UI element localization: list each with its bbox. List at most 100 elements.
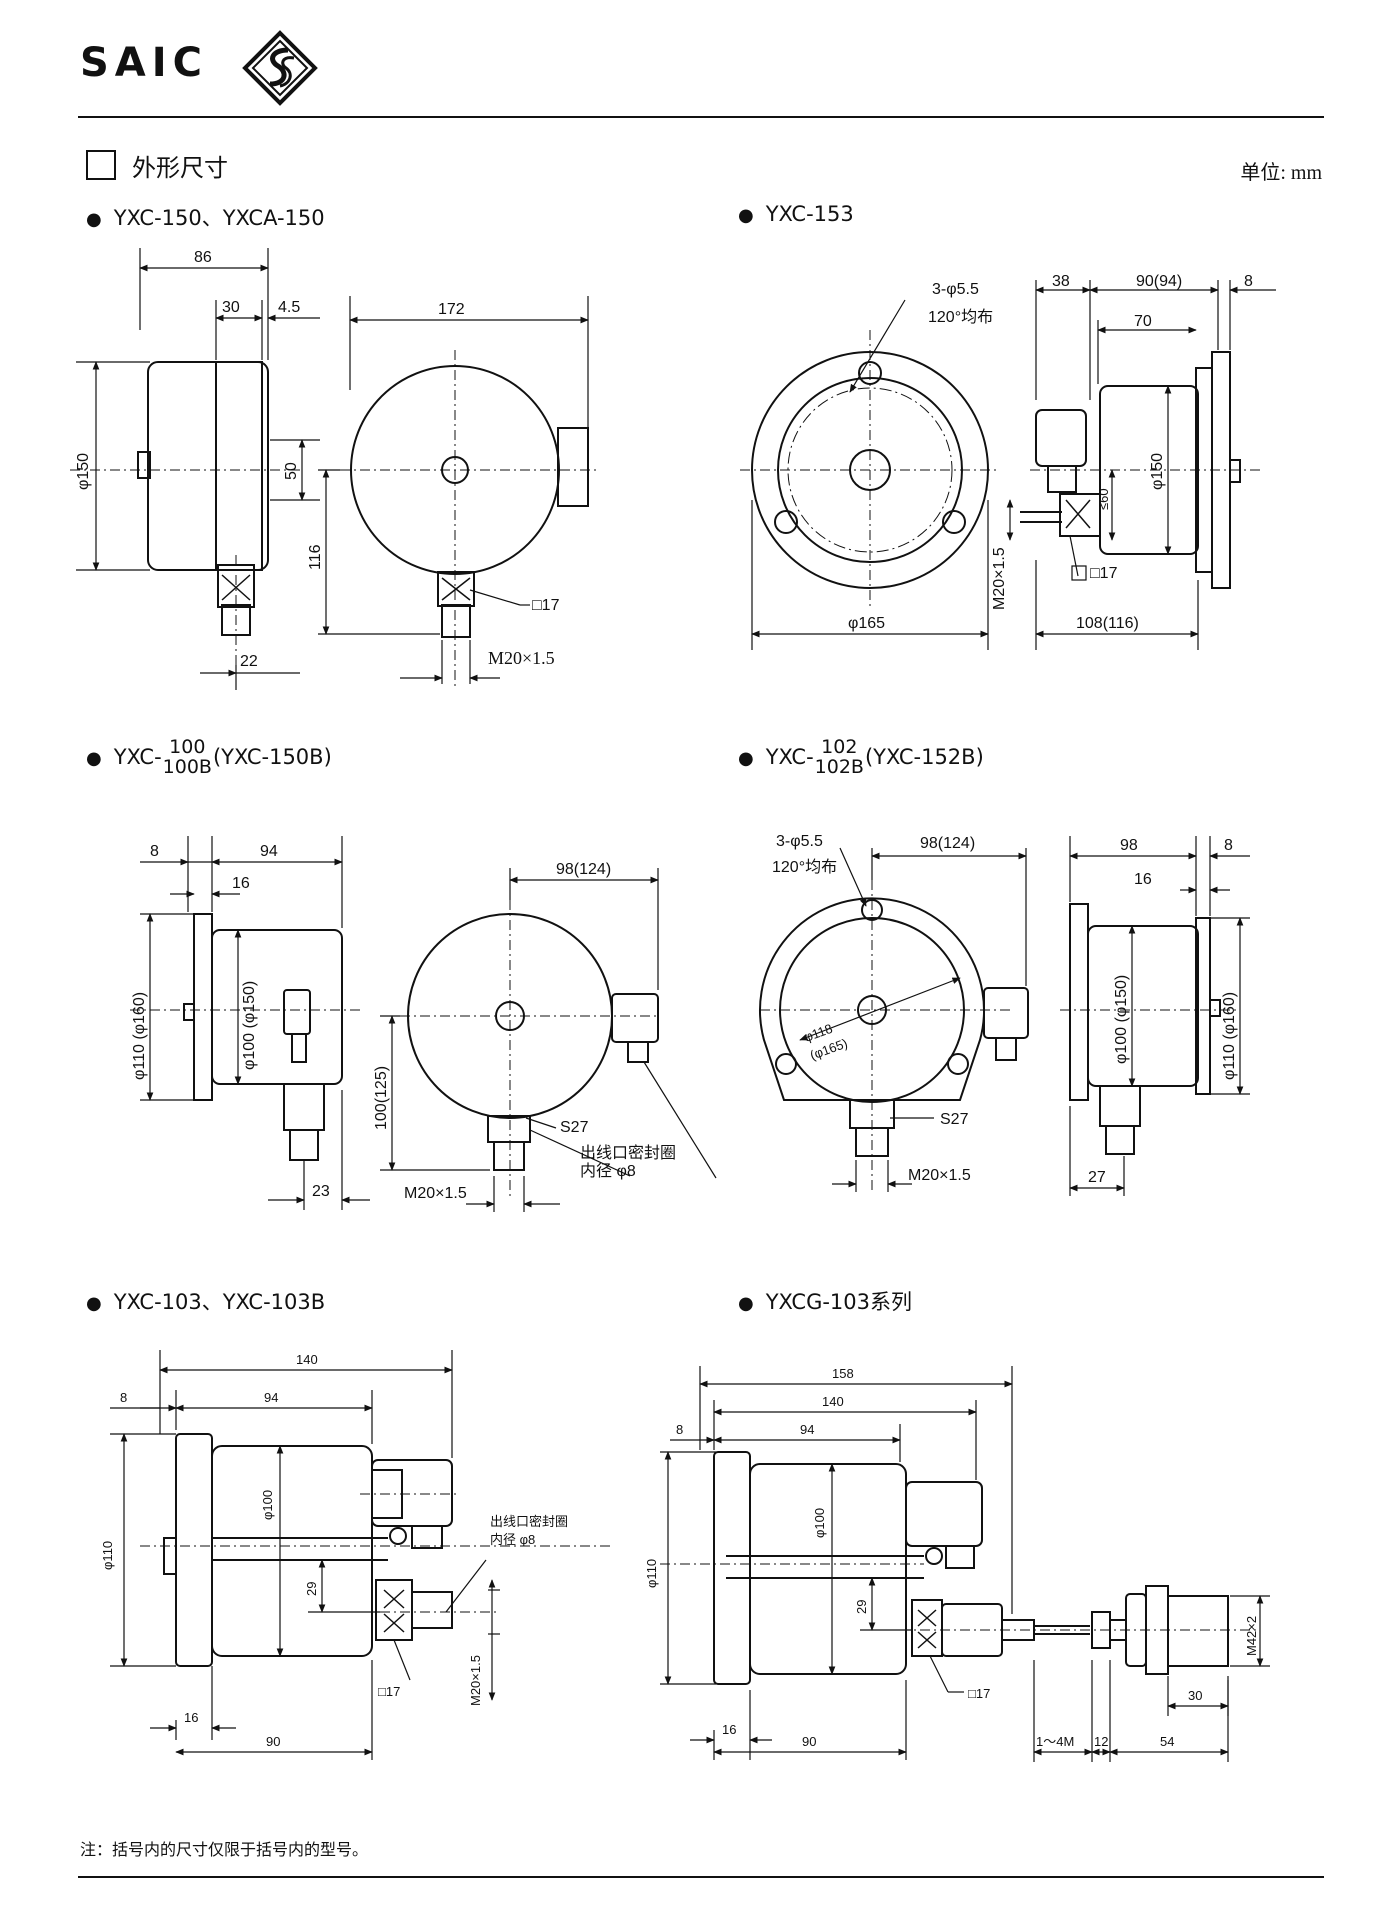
p4-front-view [759, 880, 1029, 1190]
dim-108: 108(116) [1076, 615, 1139, 632]
model-label-p5: ● YXC-103、YXC-103B [86, 1286, 325, 1316]
model-denominator: 100B [162, 755, 212, 778]
p3-labels: 8 94 16 φ110 (φ160) φ100 (φ150) 23 98(12… [131, 843, 676, 1202]
p1-front-dims [318, 296, 589, 684]
dim-m42: M42×2 [1244, 1616, 1259, 1656]
model-prefix: YXC- [113, 744, 162, 769]
dim-94: 94 [264, 1390, 278, 1405]
dim-16: 16 [722, 1722, 736, 1737]
p6-side-view [660, 1451, 1260, 1685]
model-text: YXC-153 [765, 202, 854, 226]
dim-phi160: φ110 (φ160) [1221, 992, 1238, 1080]
p2-front-dims [751, 299, 989, 650]
p6-dims [660, 1366, 1270, 1762]
p2-side-view [1020, 351, 1260, 589]
p1-front-view [340, 350, 600, 690]
model-label-p2: ● YXC-153 [738, 202, 854, 226]
dim-phi100: φ100 [812, 1508, 827, 1538]
unit-label: 单位: mm [1240, 162, 1322, 184]
dim-140: 140 [822, 1394, 844, 1409]
dim-sq17: □17 [1090, 565, 1118, 582]
dim-thread: M20×1.5 [908, 1167, 971, 1184]
header-rule [78, 116, 1324, 118]
dim-23: 23 [312, 1183, 330, 1200]
model-suffix: (YXC-152B) [864, 744, 984, 769]
model-label-p6: ●YXCG-103系列 [738, 1286, 912, 1316]
dim-54: 54 [1160, 1734, 1174, 1749]
seal-label-1: 出线口密封圈 [490, 1514, 568, 1529]
dim-70: 70 [1134, 313, 1152, 330]
dim-holes: 3-φ5.5 [776, 833, 823, 850]
dim-90: 90 [266, 1734, 280, 1749]
p4-labels: 3-φ5.5 120°均布 98(124) φ118 (φ165) S27 M2… [772, 833, 1238, 1186]
dim-16: 16 [184, 1710, 198, 1725]
seal-label-2: 内径 φ8 [580, 1162, 636, 1180]
seal-label-1: 出线口密封圈 [580, 1144, 676, 1162]
p1-side-view [70, 361, 300, 690]
dim-phi150: φ100 (φ150) [1113, 975, 1130, 1064]
dim-thread: M20×1.5 [991, 547, 1008, 610]
dim-sq17: □17 [532, 597, 560, 614]
p1-labels: 86 30 4.5 172 φ150 50 116 □17 22 M20×1.5 [75, 249, 560, 670]
dim-1-4m: 1～4M [1036, 1734, 1074, 1749]
p3-side-view [130, 913, 360, 1161]
dim-50: 50 [283, 462, 300, 480]
p2-side-dims [1006, 280, 1276, 650]
dim-100: 100(125) [373, 1066, 390, 1130]
p2-labels: 3-φ5.5 120°均布 38 90(94) 8 70 φ150 ≤60 M2… [848, 273, 1253, 632]
dim-16: 16 [1134, 871, 1152, 888]
bullet-icon: ● [738, 1293, 754, 1314]
p2-front-view [740, 330, 1000, 610]
p5-labels: 140 8 94 φ110 φ100 29 出线口密封圈 内径 φ8 □17 M… [100, 1352, 568, 1749]
section-checkbox-icon [86, 150, 116, 180]
dim-30: 30 [222, 299, 240, 316]
dim-le60: ≤60 [1096, 488, 1111, 510]
dim-140: 140 [296, 1352, 318, 1367]
dim-equal: 120°均布 [928, 308, 993, 326]
dim-8: 8 [676, 1422, 683, 1437]
saic-logo-icon [242, 30, 318, 106]
dim-8: 8 [120, 1390, 127, 1405]
dim-holes: 3-φ5.5 [932, 281, 979, 298]
dim-90: 90 [802, 1734, 816, 1749]
dim-phi110: φ110 (φ160) [131, 992, 148, 1080]
dim-98: 98(124) [556, 861, 611, 878]
dim-29: 29 [304, 1582, 319, 1596]
dim-29: 29 [854, 1600, 869, 1614]
dim-30: 30 [1188, 1688, 1202, 1703]
dim-sq17: □17 [968, 1686, 990, 1701]
dim-phi100: φ100 [260, 1490, 275, 1520]
dim-phi110: φ110 [644, 1559, 659, 1588]
dim-thread: M20×1.5 [488, 648, 555, 668]
model-text: YXC-103、YXC-103B [113, 1290, 326, 1314]
dim-116: 116 [307, 544, 324, 570]
dim-94: 94 [260, 843, 278, 860]
seal-label-2: 内径 φ8 [490, 1532, 535, 1547]
dim-8: 8 [1244, 273, 1253, 290]
dim-equal: 120°均布 [772, 858, 837, 876]
bullet-icon: ● [738, 205, 754, 226]
footer-rule [78, 1876, 1324, 1878]
dim-38: 38 [1052, 273, 1070, 290]
dim-sq17: □17 [378, 1684, 400, 1699]
p3-front-view [380, 900, 660, 1200]
dim-s27: S27 [940, 1111, 969, 1128]
bullet-icon: ● [86, 209, 102, 230]
dim-98b: 98 [1120, 837, 1138, 854]
p3-front-dims [380, 868, 717, 1212]
dim-phi100: φ100 (φ150) [241, 981, 258, 1070]
dim-phi165: φ165 [848, 615, 885, 632]
dim-12: 12 [1094, 1734, 1108, 1749]
p4-front-dims [799, 847, 1027, 1192]
bullet-icon: ● [86, 1293, 102, 1314]
model-numerator: 100 [169, 736, 206, 758]
model-numerator: 102 [821, 736, 858, 758]
dim-thread: M20×1.5 [468, 1655, 483, 1706]
p6-labels: 158 140 8 94 φ110 φ100 29 □17 M42×2 30 1… [644, 1366, 1259, 1749]
footnote: 注：括号内的尺寸仅限于括号内的型号。 [80, 1840, 369, 1859]
